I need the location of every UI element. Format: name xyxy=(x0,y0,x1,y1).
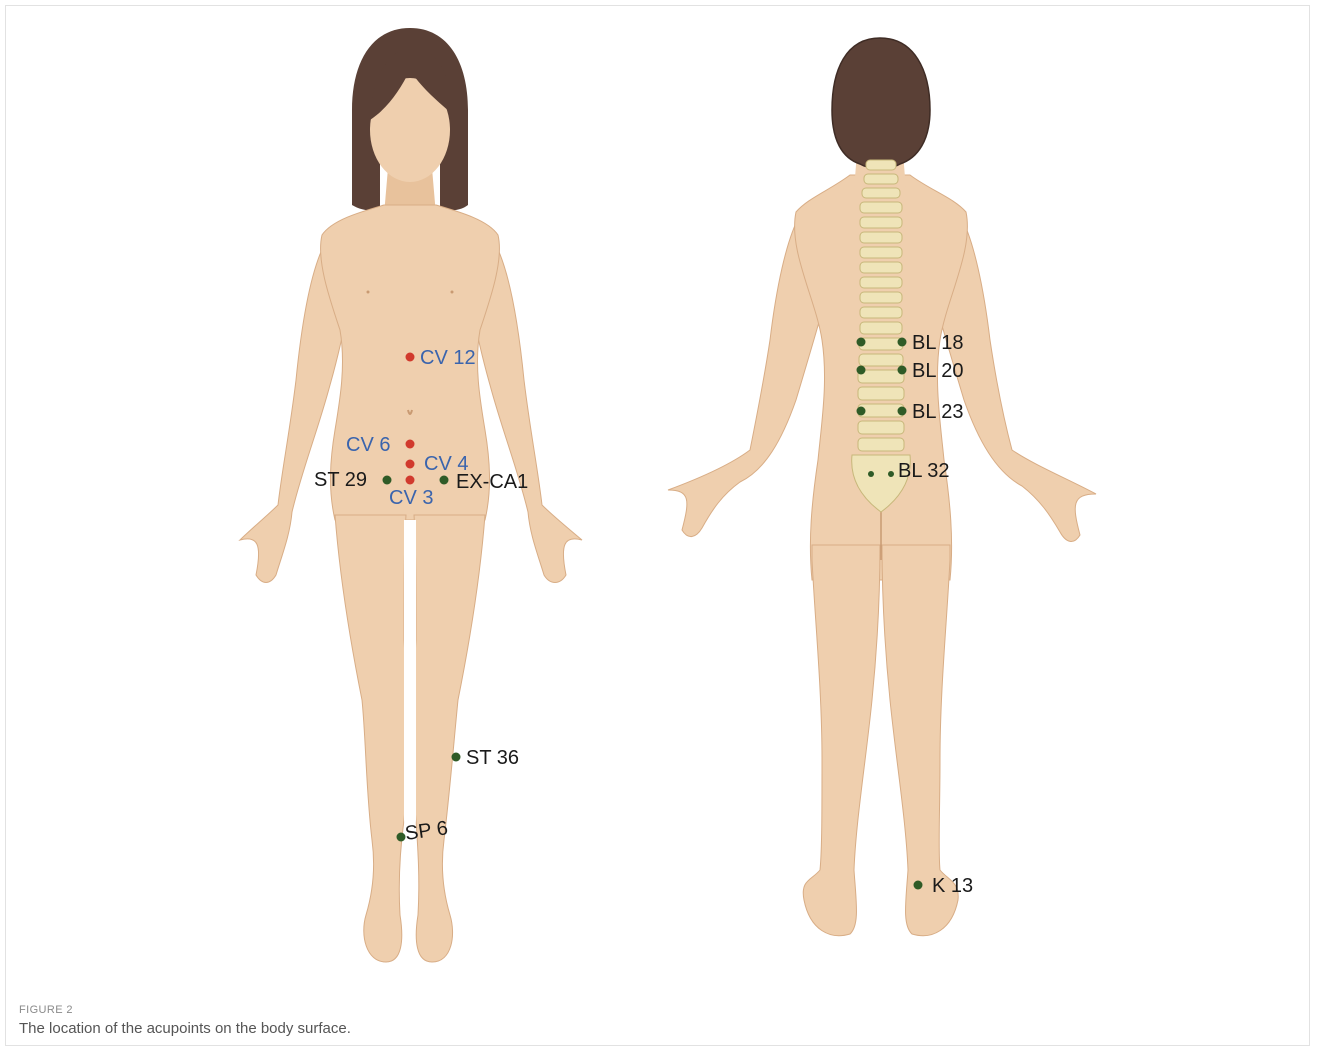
point-bl20-right xyxy=(898,366,907,375)
point-bl23-left xyxy=(857,407,866,416)
label-st29: ST 29 xyxy=(314,469,367,491)
front-nipple-right xyxy=(451,291,454,294)
label-bl32: BL 32 xyxy=(898,460,950,482)
front-leg-gap xyxy=(404,520,416,860)
point-cv3 xyxy=(406,476,415,485)
label-cv6: CV 6 xyxy=(346,434,390,456)
label-bl18: BL 18 xyxy=(912,332,964,354)
label-bl20: BL 20 xyxy=(912,360,964,382)
acupoint-figure: CV 12 CV 6 CV 4 CV 3 ST 29 EX-CA1 ST 36 … xyxy=(0,0,1319,1000)
point-bl20-left xyxy=(857,366,866,375)
back-left-leg xyxy=(803,545,880,936)
point-bl18-left xyxy=(857,338,866,347)
point-bl32-left xyxy=(868,471,874,477)
label-st36: ST 36 xyxy=(466,747,519,769)
label-bl23: BL 23 xyxy=(912,401,964,423)
point-exca1 xyxy=(440,476,449,485)
front-nipple-left xyxy=(367,291,370,294)
front-right-leg xyxy=(412,515,485,962)
label-cv3: CV 3 xyxy=(389,487,433,509)
point-bl23-right xyxy=(898,407,907,416)
front-left-leg xyxy=(335,515,408,962)
point-bl32-right xyxy=(888,471,894,477)
figure-label: FIGURE 2 xyxy=(19,1004,73,1016)
point-bl18-right xyxy=(898,338,907,347)
point-st36 xyxy=(452,753,461,762)
point-cv12 xyxy=(406,353,415,362)
back-body-figure xyxy=(668,38,1096,936)
point-st29 xyxy=(383,476,392,485)
label-exca1: EX-CA1 xyxy=(456,471,528,493)
label-cv12: CV 12 xyxy=(420,347,476,369)
figure-caption: The location of the acupoints on the bod… xyxy=(19,1020,351,1037)
back-hair xyxy=(832,38,930,169)
point-k13 xyxy=(914,881,923,890)
point-cv4 xyxy=(406,460,415,469)
point-cv6 xyxy=(406,440,415,449)
label-k13: K 13 xyxy=(932,875,973,897)
